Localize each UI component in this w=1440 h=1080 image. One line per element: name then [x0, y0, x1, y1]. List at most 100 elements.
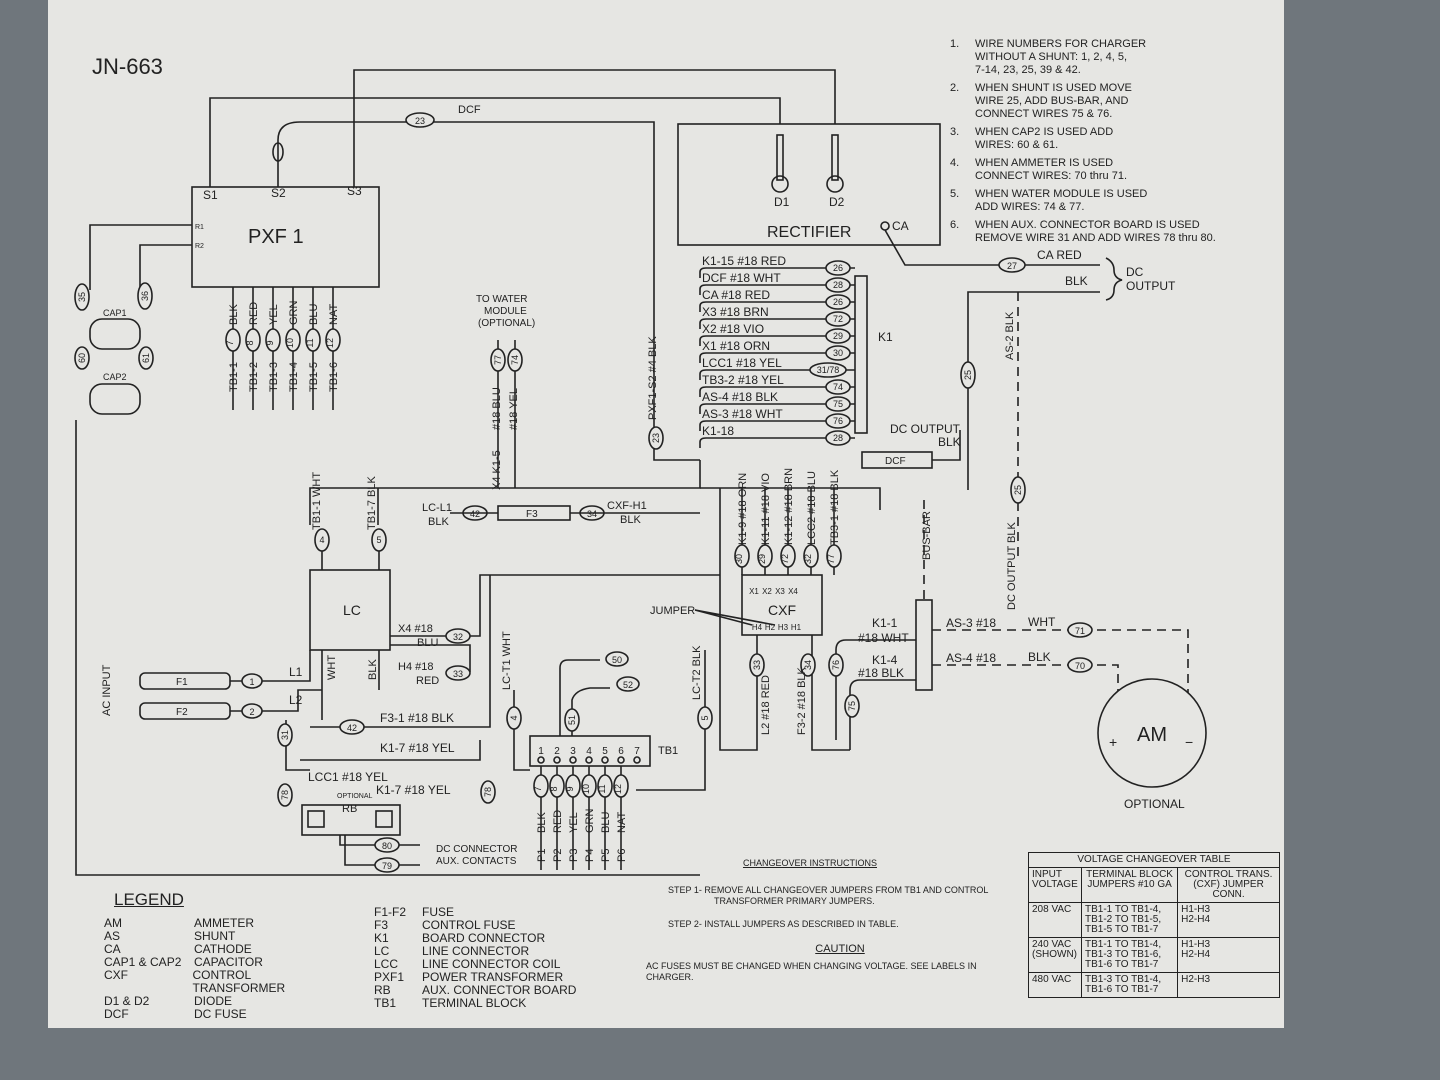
- wire-num-1: [241, 673, 263, 689]
- diode-d2-stud: [831, 134, 839, 181]
- wire-num-32: [445, 628, 471, 644]
- tb1-wire-lead-P3: P3: [568, 849, 580, 862]
- legend-desc: LINE CONNECTOR: [422, 944, 530, 958]
- as4-blk-label: BLK: [1028, 650, 1051, 664]
- dc-output-label: DC: [1126, 265, 1144, 279]
- jumper-label: JUMPER: [650, 605, 695, 617]
- tb1-screw-6: [617, 756, 625, 764]
- pxf-lead-num-7-text: 7: [225, 340, 235, 345]
- ac-input-label: AC INPUT: [101, 664, 113, 716]
- wire-num-50: [605, 651, 629, 667]
- diode-d2-label: D2: [829, 195, 845, 209]
- wire-23: [277, 121, 700, 461]
- tb1-block: [529, 735, 651, 767]
- l1-label: L1: [289, 665, 303, 679]
- legend-abbr: LC: [374, 944, 390, 958]
- k1-1-label-2: #18 WHT: [858, 631, 909, 645]
- voltage-table-header-tb: TERMINAL BLOCK JUMPERS #10 GA: [1080, 867, 1179, 903]
- legend-desc: TERMINAL BLOCK: [422, 996, 527, 1010]
- voltage-cell: 240 VAC (SHOWN): [1028, 937, 1082, 973]
- tb1-terminal-4: 4: [586, 746, 592, 757]
- k1-wire-num-text-8: 75: [833, 399, 843, 409]
- wire-num-78b-text: 78: [483, 787, 493, 797]
- ammeter-label: AM: [1137, 724, 1167, 746]
- cxf-jumpers-cell: H2-H3: [1177, 972, 1280, 998]
- dc-output-label-2: OUTPUT: [1126, 279, 1176, 293]
- cxf-label: CXF: [768, 602, 796, 618]
- note-line: WITHOUT A SHUNT: 1, 2, 4, 5,: [975, 51, 1128, 63]
- pxf-lead-num-11-text: 11: [305, 338, 315, 347]
- note-number: 1.: [950, 38, 960, 50]
- wire-33: [390, 644, 471, 672]
- k1-wire-num-6: [809, 362, 847, 378]
- k1-wire-num-text-2: 26: [833, 297, 843, 307]
- legend-abbr: TB1: [374, 996, 397, 1010]
- legend-abbr: AM: [104, 916, 122, 930]
- tb-jumpers-cell: TB1-1 TO TB1-4,TB1-3 TO TB1-6,TB1-6 TO T…: [1080, 937, 1179, 973]
- ammeter-plus-icon: +: [1109, 734, 1117, 750]
- legend-desc: SHUNT: [194, 929, 236, 943]
- wire-75: [849, 679, 916, 750]
- wire-left-return: [75, 420, 700, 876]
- lc-blk-label: BLK: [367, 659, 379, 680]
- drawing-id: JN-663: [92, 54, 163, 79]
- tb1-wire-color-YEL: YEL: [568, 812, 580, 833]
- wire-num-35: [74, 283, 90, 311]
- wire-num-2: [241, 703, 263, 719]
- wire-num-70-text: 70: [1075, 661, 1085, 671]
- rectifier-ca-label: CA: [892, 219, 909, 233]
- k1-wire-num-text-9: 76: [833, 416, 843, 426]
- legend-title: LEGEND: [114, 890, 184, 909]
- k1-wire-num-5: [825, 345, 851, 361]
- k1-wire-label-10: K1-18: [702, 424, 734, 438]
- wire-num-36-text: 36: [140, 291, 150, 301]
- rectifier-box: [677, 123, 941, 246]
- pxf1-s2: S2: [271, 186, 286, 200]
- wire-num-50-text: 50: [612, 655, 622, 665]
- k1-4-label: K1-4: [872, 653, 898, 667]
- k1-wire-7: [699, 386, 855, 397]
- changeover-title: CHANGEOVER INSTRUCTIONS: [742, 858, 877, 868]
- lc-t2-label: LC-T2 BLK: [691, 645, 703, 700]
- legend-abbr: F3: [374, 918, 389, 932]
- wire-num-27: [998, 257, 1026, 273]
- changeover-step-1b: TRANSFORMER PRIMARY JUMPERS.: [714, 896, 875, 906]
- wire-num-52-text: 52: [623, 680, 633, 690]
- bus-bar-label: BUS-BAR: [921, 511, 933, 560]
- cap2: [89, 383, 141, 415]
- voltage-table-row: 240 VAC (SHOWN)TB1-1 TO TB1-4,TB1-3 TO T…: [1028, 937, 1280, 973]
- cxf-top-num-29: [757, 544, 773, 568]
- pxf-lead-num-12: [325, 328, 341, 352]
- pxf-lead-num-11: [305, 328, 321, 352]
- legend-abbr: AS: [104, 929, 121, 943]
- legend-desc: CATHODE: [194, 942, 252, 956]
- jumper-leader: [694, 609, 776, 626]
- tb1-terminal-5: 5: [602, 746, 608, 757]
- pxf1-s3: S3: [347, 184, 362, 198]
- k1-wire-num-text-1: 28: [833, 280, 843, 290]
- x4-blu-label: X4 #18: [398, 623, 433, 635]
- wire-num-33b-text: 33: [752, 660, 762, 670]
- pxf-leads: 7BLKTB1-18REDTB1-29YELTB1-310GRNTB1-411B…: [225, 287, 341, 410]
- legend-abbr: DCF: [104, 1007, 129, 1021]
- wire-num-79: [374, 857, 400, 873]
- wire-blu18-label: #18 BLU: [491, 387, 503, 430]
- pxf1-box: [191, 186, 380, 288]
- rb-label: RB: [342, 803, 357, 815]
- wire-tb1-1-label: TB1-1 WHT: [311, 472, 323, 530]
- cxf-top-label-4: TB3-1 #18 BLK: [829, 469, 841, 545]
- l2-red-label: L2 #18 RED: [760, 675, 772, 735]
- cxf-term-X1: X1: [749, 587, 759, 596]
- k1-wire-num-2: [825, 294, 851, 310]
- pxf-lead-label-TB1-5: TB1-5: [308, 362, 320, 392]
- wire-num-34-text: 34: [587, 509, 597, 519]
- pxf-lead-num-8-text: 8: [245, 340, 255, 345]
- k1-1-label: K1-1: [872, 616, 898, 630]
